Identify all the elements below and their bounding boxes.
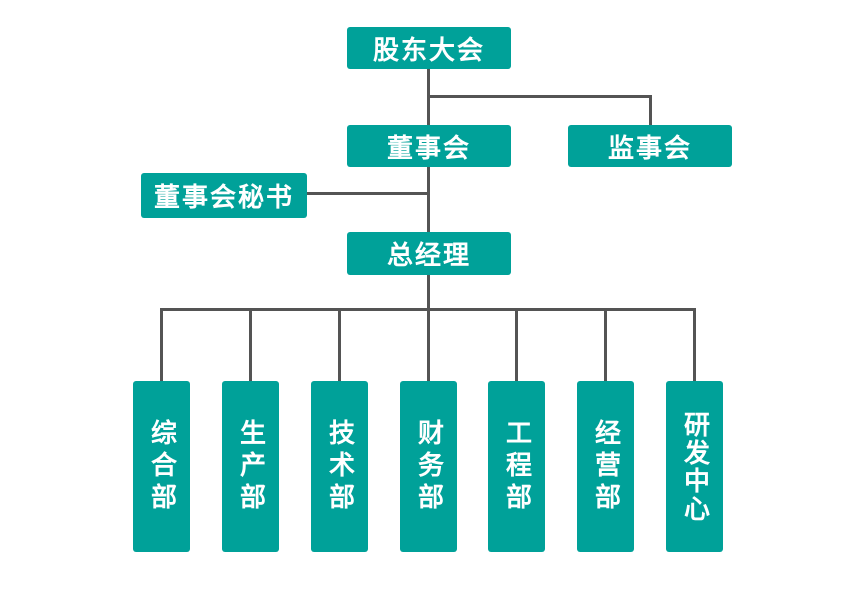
org-node-label: 监事会 <box>607 133 692 164</box>
connector-secretary-horizontal <box>306 192 428 195</box>
connector-board-gm <box>427 167 430 233</box>
org-node-supervisory-board: 监事会 <box>568 125 732 167</box>
org-node-label: 生产部 <box>235 418 266 515</box>
org-node-label: 董事会秘书 <box>153 183 294 213</box>
org-node-label: 股东大会 <box>372 35 485 66</box>
org-node-label: 技术部 <box>324 418 355 515</box>
connector-drop-dept-2 <box>249 308 252 382</box>
org-node-label: 经营部 <box>590 418 621 515</box>
connector-top-branch-horizontal <box>427 95 652 98</box>
org-node-dept-finance: 财务部 <box>400 381 457 552</box>
org-node-label: 综合部 <box>146 418 177 515</box>
connector-drop-dept-4 <box>427 308 430 382</box>
org-node-shareholders-meeting: 股东大会 <box>347 27 511 69</box>
org-node-rd-center: 研发中心 <box>666 381 723 552</box>
org-node-board-of-directors: 董事会 <box>347 125 511 167</box>
org-node-dept-production: 生产部 <box>222 381 279 552</box>
org-node-label: 总经理 <box>386 241 471 271</box>
org-node-label: 财务部 <box>413 418 444 515</box>
org-node-label: 研发中心 <box>679 410 710 523</box>
connector-drop-dept-7 <box>693 308 696 382</box>
org-node-label: 工程部 <box>501 418 532 515</box>
connector-drop-dept-6 <box>604 308 607 382</box>
org-node-label: 董事会 <box>386 133 471 164</box>
connector-drop-dept-3 <box>338 308 341 382</box>
org-node-board-secretary: 董事会秘书 <box>141 173 307 218</box>
connector-gm-stem <box>427 274 430 310</box>
connector-drop-dept-5 <box>515 308 518 382</box>
connector-supervisory-drop <box>649 95 652 125</box>
org-node-general-manager: 总经理 <box>347 232 511 275</box>
org-node-dept-technology: 技术部 <box>311 381 368 552</box>
org-node-dept-engineering: 工程部 <box>488 381 545 552</box>
connector-drop-dept-1 <box>160 308 163 382</box>
org-node-dept-operations: 经营部 <box>577 381 634 552</box>
org-node-dept-general: 综合部 <box>133 381 190 552</box>
